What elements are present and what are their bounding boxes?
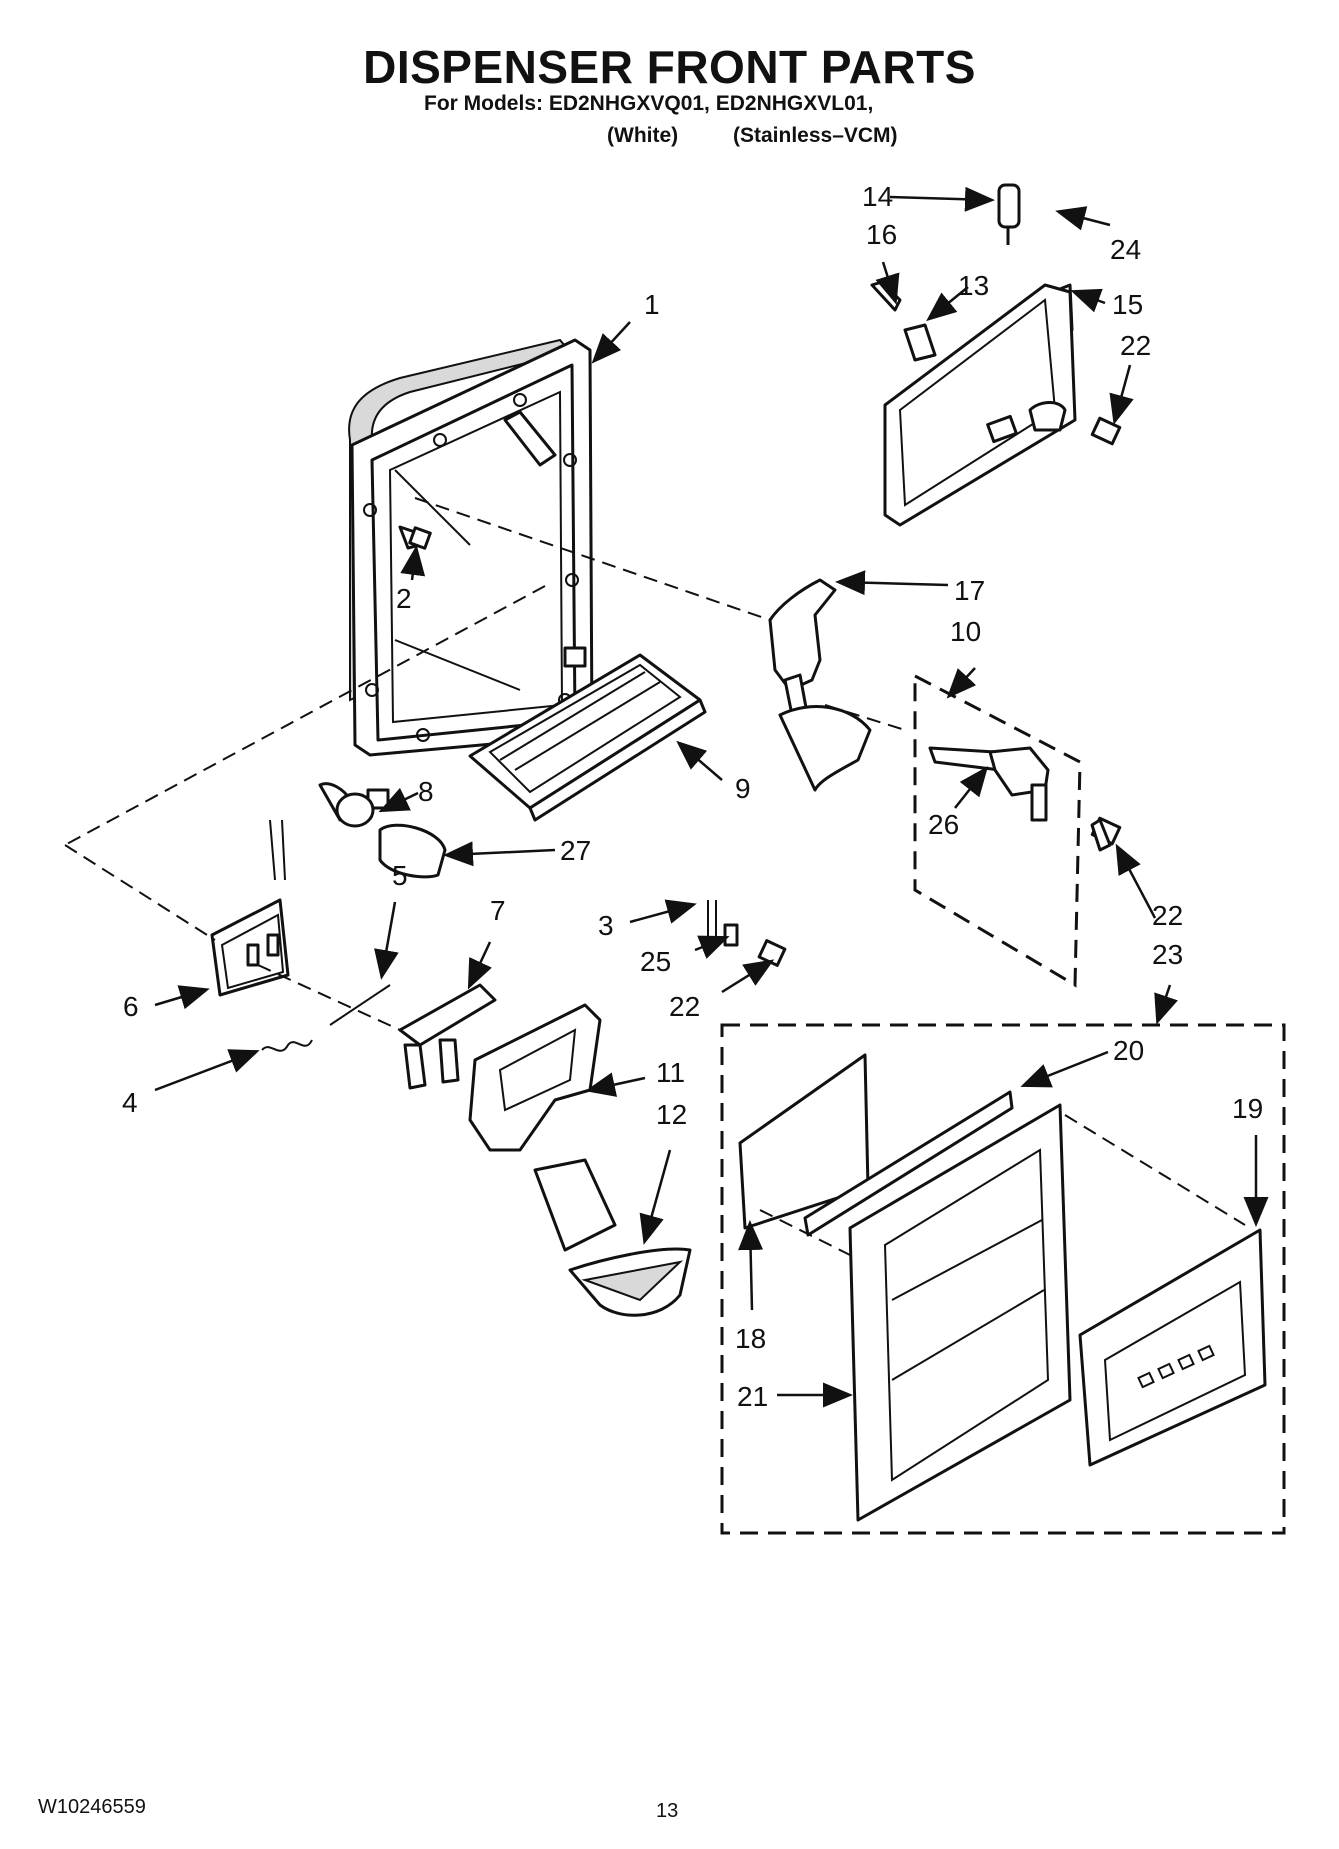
callout-4: 4 [122, 1087, 138, 1118]
callout-20: 20 [1113, 1035, 1144, 1066]
callout-14: 14 [862, 181, 893, 212]
part-15-module [870, 183, 1077, 527]
callout-7: 7 [490, 895, 506, 926]
leader-arrows [154, 186, 1269, 1408]
callout-22-middle: 22 [669, 991, 700, 1022]
callout-16: 16 [866, 219, 897, 250]
page-title: DISPENSER FRONT PARTS [363, 41, 976, 93]
part-9-drip-tray [468, 653, 707, 822]
callout-22-upper: 22 [1120, 330, 1151, 361]
callout-9: 9 [735, 773, 751, 804]
part-4-part-5-part-7 [261, 983, 497, 1090]
part-17-lever [768, 578, 872, 792]
callout-22-right: 22 [1152, 900, 1183, 931]
callout-3: 3 [598, 910, 614, 941]
callout-10: 10 [950, 616, 981, 647]
part-1-housing [348, 338, 594, 810]
callout-8: 8 [418, 776, 434, 807]
part-22-screw-upper [1090, 416, 1122, 446]
part-10-group [913, 673, 1082, 988]
callout-13: 13 [958, 270, 989, 301]
part-8-part-27 [318, 782, 447, 879]
alignment-lines [64, 497, 1246, 1256]
callout-18: 18 [735, 1323, 766, 1354]
callout-15: 15 [1112, 289, 1143, 320]
callout-labels: 1 2 3 4 5 6 7 8 9 10 11 12 13 14 15 16 1… [122, 181, 1263, 1412]
callout-19: 19 [1232, 1093, 1263, 1124]
callout-25: 25 [640, 946, 671, 977]
page-number: 13 [656, 1800, 679, 1822]
variant-stainless: (Stainless–VCM) [733, 124, 898, 147]
callout-27: 27 [560, 835, 591, 866]
callout-26: 26 [928, 809, 959, 840]
part-3-part-25 [707, 900, 787, 967]
doc-number: W10246559 [38, 1796, 146, 1818]
callout-24: 24 [1110, 234, 1141, 265]
part-22-screw-right [1090, 816, 1122, 852]
callout-6: 6 [123, 991, 139, 1022]
callout-1: 1 [644, 289, 660, 320]
part-23-group [720, 1023, 1286, 1535]
models-line: For Models: ED2NHGXVQ01, ED2NHGXVL01, [424, 92, 874, 115]
callout-21: 21 [737, 1381, 768, 1412]
callout-5: 5 [392, 860, 408, 891]
callout-2: 2 [396, 583, 412, 614]
part-2-screw [398, 525, 432, 550]
callout-23: 23 [1152, 939, 1183, 970]
part-6-module [210, 819, 290, 997]
callout-17: 17 [954, 575, 985, 606]
callout-12: 12 [656, 1099, 687, 1130]
variant-white: (White) [607, 124, 679, 147]
part-11-part-12 [468, 1003, 692, 1317]
callout-11: 11 [656, 1057, 685, 1088]
